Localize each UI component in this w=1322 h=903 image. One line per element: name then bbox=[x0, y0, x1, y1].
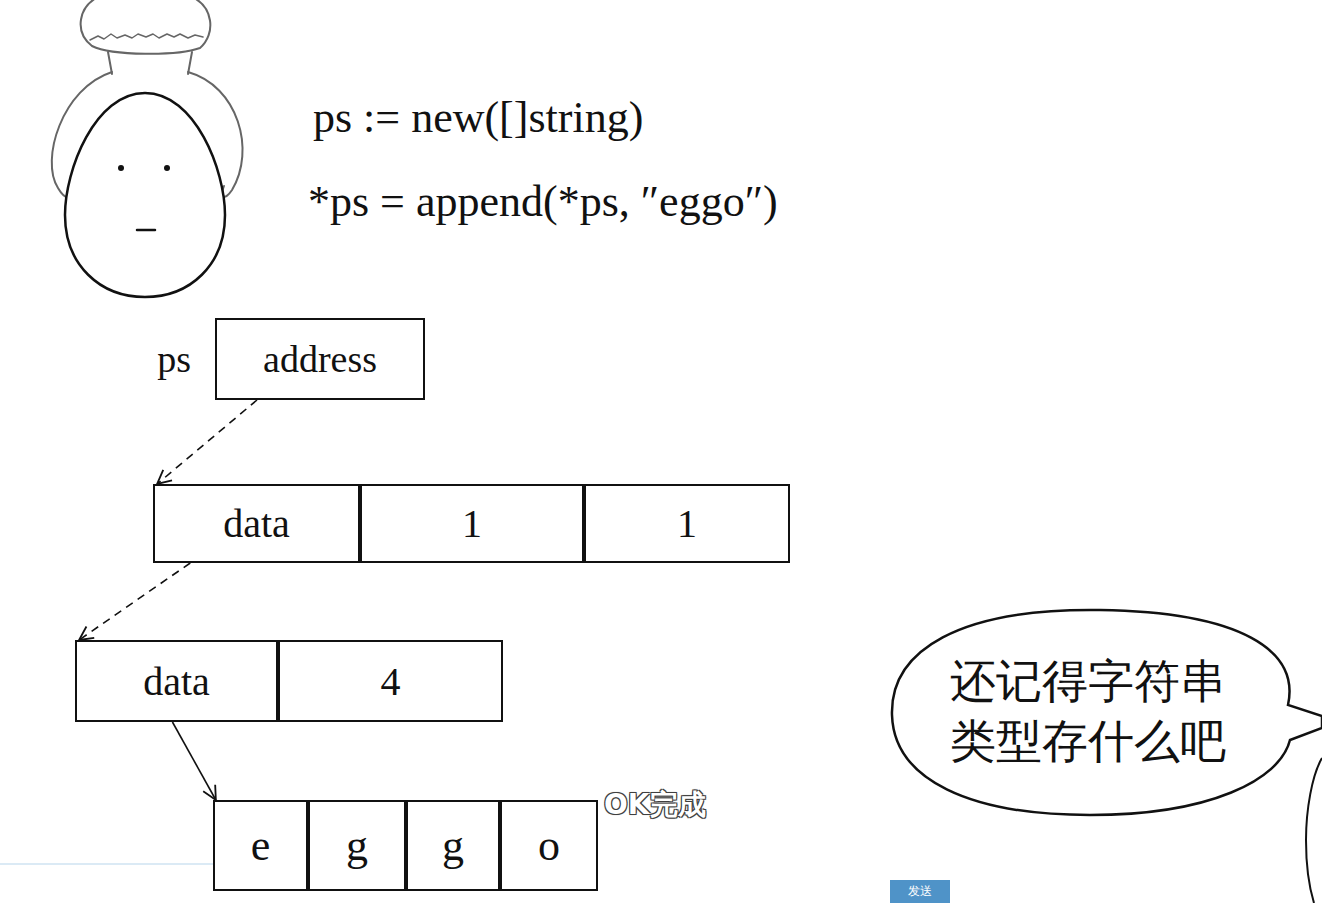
cell-text: 4 bbox=[381, 658, 401, 705]
speech-bubble bbox=[892, 610, 1322, 903]
button-label: 发送 bbox=[896, 883, 944, 900]
cell-text: address bbox=[263, 337, 377, 381]
string-header-cell: data bbox=[75, 640, 278, 722]
pointer-arrow bbox=[172, 722, 215, 800]
cell-text: g bbox=[346, 820, 368, 871]
byte-cell: e bbox=[213, 800, 308, 891]
cell-text: 1 bbox=[462, 500, 482, 547]
pointer-arrow bbox=[79, 563, 190, 640]
cell-text: data bbox=[223, 500, 290, 547]
string-header-cell: 4 bbox=[278, 640, 503, 722]
byte-cell: g bbox=[308, 800, 406, 891]
speech-text: 还记得字符串类型存什么吧 bbox=[945, 652, 1230, 772]
cell-text: o bbox=[538, 820, 560, 871]
cell-text: data bbox=[143, 658, 210, 705]
cell-text: g bbox=[442, 820, 464, 871]
cell-text: 1 bbox=[677, 500, 697, 547]
pointer-box: psaddress bbox=[215, 318, 425, 400]
slice-header-cell: 1 bbox=[360, 484, 584, 563]
send-button bbox=[890, 880, 950, 903]
code-line: ps := new([]string) bbox=[313, 92, 643, 143]
egg-character bbox=[52, 0, 243, 297]
slice-header-cell: 1 bbox=[584, 484, 790, 563]
code-line: *ps = append(*ps, ″eggo″) bbox=[308, 176, 778, 227]
byte-cell: g bbox=[406, 800, 500, 891]
byte-cell: o bbox=[500, 800, 598, 891]
slice-header-cell: data bbox=[153, 484, 360, 563]
subtitle: OK完成 bbox=[604, 786, 706, 824]
pointer-arrow bbox=[157, 400, 257, 484]
variable-name: ps bbox=[157, 337, 191, 381]
cell-text: e bbox=[251, 820, 271, 871]
